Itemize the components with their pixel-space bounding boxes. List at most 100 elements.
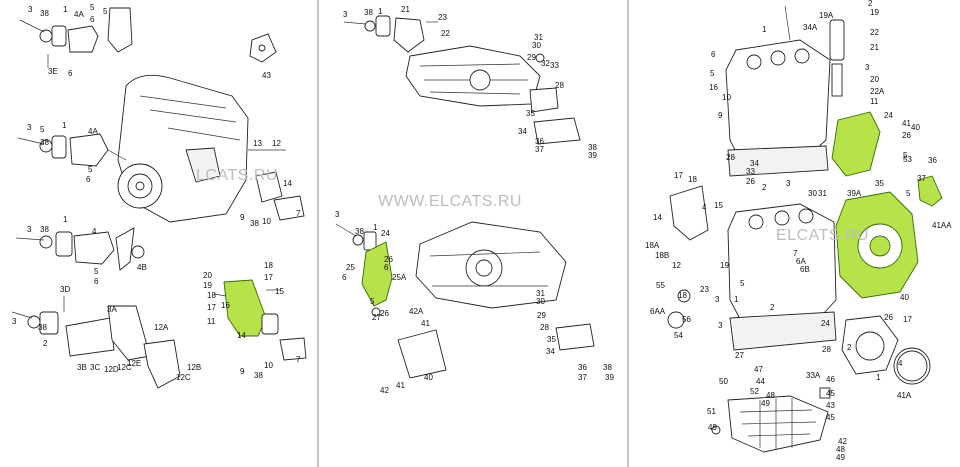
callout-label: 9: [240, 213, 245, 222]
callout-label: 53: [903, 155, 912, 164]
callout-label: 40: [900, 293, 909, 302]
callout-label: 51: [707, 407, 716, 416]
rear-seal-housing: [841, 315, 931, 385]
callout-label: 35: [875, 179, 884, 188]
callout-label: 3E: [48, 67, 58, 76]
callout-label: 39: [605, 373, 614, 382]
callout-label: 6A: [796, 257, 806, 266]
callout-label: 12A: [154, 323, 169, 332]
callout-label: 42: [380, 386, 389, 395]
callout-label: 3: [27, 123, 32, 132]
callout-label: 3A: [107, 305, 117, 314]
callout-label: 21: [401, 5, 410, 14]
callout-label: 18: [207, 291, 216, 300]
callout-label: 36: [535, 137, 544, 146]
callout-label: 6: [711, 50, 716, 59]
callout-label: 1: [63, 215, 68, 224]
callout-label: 37: [578, 373, 587, 382]
callout-label: 3: [335, 210, 340, 219]
callout-label: 48: [766, 391, 775, 400]
callout-label: 3: [28, 5, 33, 14]
callout-label: 38: [250, 219, 259, 228]
callout-label: 9: [718, 111, 723, 120]
callout-label: 31: [536, 289, 545, 298]
callout-label: 12: [672, 261, 681, 270]
gearbox-housing-lower: [397, 221, 595, 379]
callout-label: 29: [527, 53, 536, 62]
callout-label: 4: [898, 359, 903, 368]
callout-label: 41AA: [932, 221, 952, 230]
callout-label: 20: [870, 75, 879, 84]
callout-label: 25A: [392, 273, 407, 282]
callout-label: 12D: [104, 365, 119, 374]
callout-label: 30: [808, 189, 817, 198]
callout-label: 24: [884, 111, 893, 120]
callout-label: 43: [262, 71, 271, 80]
callout-label: 35: [526, 109, 535, 118]
callout-label: 2: [770, 303, 775, 312]
callout-label: 41: [396, 381, 405, 390]
callout-label: 18: [264, 261, 273, 270]
callout-label: 19A: [819, 11, 834, 20]
callout-label: 5: [103, 7, 108, 16]
callout-label: 47: [754, 365, 763, 374]
callout-label: 18B: [655, 251, 669, 260]
callout-label: 14: [283, 179, 292, 188]
callout-label: 28: [555, 81, 564, 90]
callout-label: 3: [865, 63, 870, 72]
callout-label: 32: [541, 59, 550, 68]
callout-label: 40: [424, 373, 433, 382]
callout-label: 6: [86, 175, 91, 184]
callout-label: 38: [38, 323, 47, 332]
callout-label: 17: [674, 171, 683, 180]
callout-label: 33: [746, 167, 755, 176]
callout-label: 40: [911, 123, 920, 132]
gearbox-mount-top: [343, 15, 438, 53]
callout-label: 19: [870, 8, 879, 17]
callout-label: 27: [372, 313, 381, 322]
callout-label: 34: [518, 127, 527, 136]
center-panel-drawing: [335, 15, 595, 379]
engine-block-upper: [725, 5, 845, 177]
callout-label: 1: [378, 7, 383, 16]
highlighted-cover-plate-upper: [831, 111, 943, 207]
right-panel-drawing: [667, 5, 943, 453]
callout-label: 12E: [127, 359, 141, 368]
oil-pan: [711, 387, 831, 453]
callout-label: 11: [207, 317, 216, 326]
callout-label: 21: [870, 43, 879, 52]
bracket-43: [249, 33, 277, 63]
callout-label: 38: [364, 8, 373, 17]
callout-label: 38: [355, 227, 364, 236]
callout-label: 19: [720, 261, 729, 270]
highlighted-adapter-plate: [835, 191, 919, 299]
callout-label: 5: [740, 279, 745, 288]
callout-label: 5: [903, 151, 908, 160]
callout-label: 26: [884, 313, 893, 322]
callout-label: 31: [818, 189, 827, 198]
callout-label: 4A: [74, 10, 84, 19]
callout-label: 42A: [409, 307, 424, 316]
callout-label: 18: [678, 291, 687, 300]
callout-label: 54: [674, 331, 683, 340]
callout-label: 1: [876, 373, 881, 382]
watermark-center: WWW.ELCATS.RU: [378, 193, 522, 210]
callout-label: 3D: [60, 285, 70, 294]
callout-label: 6: [68, 69, 73, 78]
callout-label: 5: [710, 69, 715, 78]
callout-label: 41A: [897, 391, 912, 400]
callout-label: 1: [373, 223, 378, 232]
callout-label: 4: [702, 203, 707, 212]
callout-label: 38: [40, 9, 49, 18]
callout-label: 3B: [77, 363, 87, 372]
callout-label: 15: [275, 287, 284, 296]
callout-label: 30: [536, 297, 545, 306]
engine-mount-assembly-mid: [17, 133, 127, 167]
callout-label: 7: [296, 209, 301, 218]
callout-label: 4: [92, 227, 97, 236]
callout-label: 2: [762, 183, 767, 192]
